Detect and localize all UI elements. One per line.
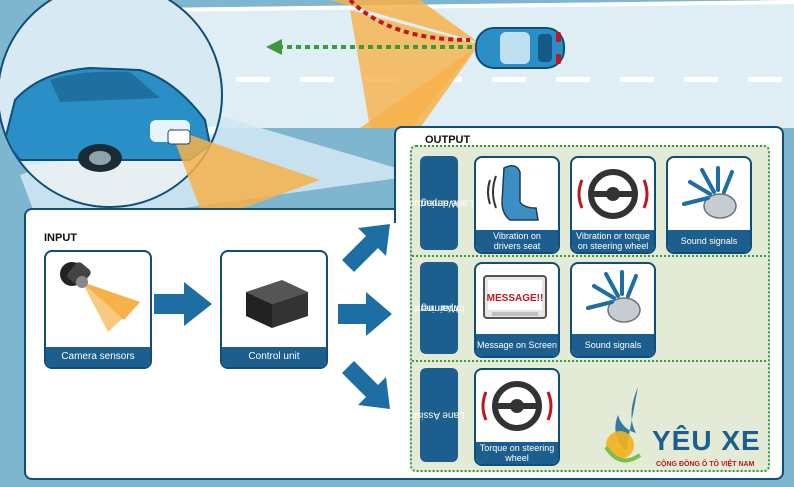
camera-sensors-card: Camera sensors — [44, 250, 152, 369]
input-arrow-icon — [154, 282, 212, 326]
sound-signals-label-1: Sound signals — [668, 230, 750, 252]
speaker-icon — [586, 270, 641, 323]
arrow-up-right-icon — [342, 224, 390, 272]
output-row-divider — [412, 360, 766, 362]
logo-brand-text: YÊU XE — [652, 425, 761, 456]
control-unit-icon — [246, 280, 308, 328]
steering-wheel-icon — [577, 169, 649, 219]
arrow-down-right-icon — [342, 361, 390, 409]
arrow-right-icon — [338, 292, 392, 336]
road-surface — [150, 0, 794, 128]
sound-signals-card-2: Sound signals — [570, 262, 656, 358]
top-camera-beam — [330, 0, 478, 42]
front-camera-beam — [170, 128, 320, 222]
output-row-divider — [412, 255, 766, 257]
seat-icon — [487, 165, 539, 221]
control-unit-card: Control unit — [220, 250, 328, 369]
sound-signals-card-1: Sound signals — [666, 156, 752, 254]
monitor-icon: MESSAGE!! — [483, 275, 547, 319]
sound-signals-label-2: Sound signals — [572, 334, 654, 356]
speaker-icon — [682, 166, 737, 219]
logo-mark-icon — [604, 387, 642, 463]
vibration-wheel-label-2: on steering wheel — [577, 241, 649, 251]
red-dotted-arc — [348, 0, 471, 42]
camera-sensors-label: Camera sensors — [46, 347, 150, 367]
steering-wheel-icon — [481, 381, 553, 431]
yeu-xe-logo: YÊU XE CỘNG ĐỒNG Ô TÔ VIỆT NAM — [596, 385, 790, 480]
lane-markings — [236, 77, 782, 82]
vibration-seat-label-2: drivers seat — [493, 241, 541, 251]
vibration-seat-label-1: Vibration on — [493, 231, 541, 241]
input-title: INPUT — [44, 232, 77, 244]
vibration-wheel-label-1: Vibration or torque — [576, 231, 650, 241]
message-on-screen-card: MESSAGE!! Message on Screen — [474, 262, 560, 358]
top-view-car — [475, 27, 565, 69]
camera-sensor-icon — [60, 262, 140, 332]
logo-tagline: CỘNG ĐỒNG Ô TÔ VIỆT NAM — [656, 461, 755, 468]
output-title: OUTPUT — [425, 134, 471, 146]
row-label-lane-assist: Lane Assist — [413, 368, 465, 462]
torque-wheel-label-2: wheel — [505, 453, 529, 463]
message-on-screen-label: Message on Screen — [476, 334, 558, 356]
screen-message-text: MESSAGE!! — [487, 293, 544, 304]
control-unit-label: Control unit — [222, 347, 326, 367]
torque-wheel-label-1: Torque on steering — [479, 443, 555, 453]
